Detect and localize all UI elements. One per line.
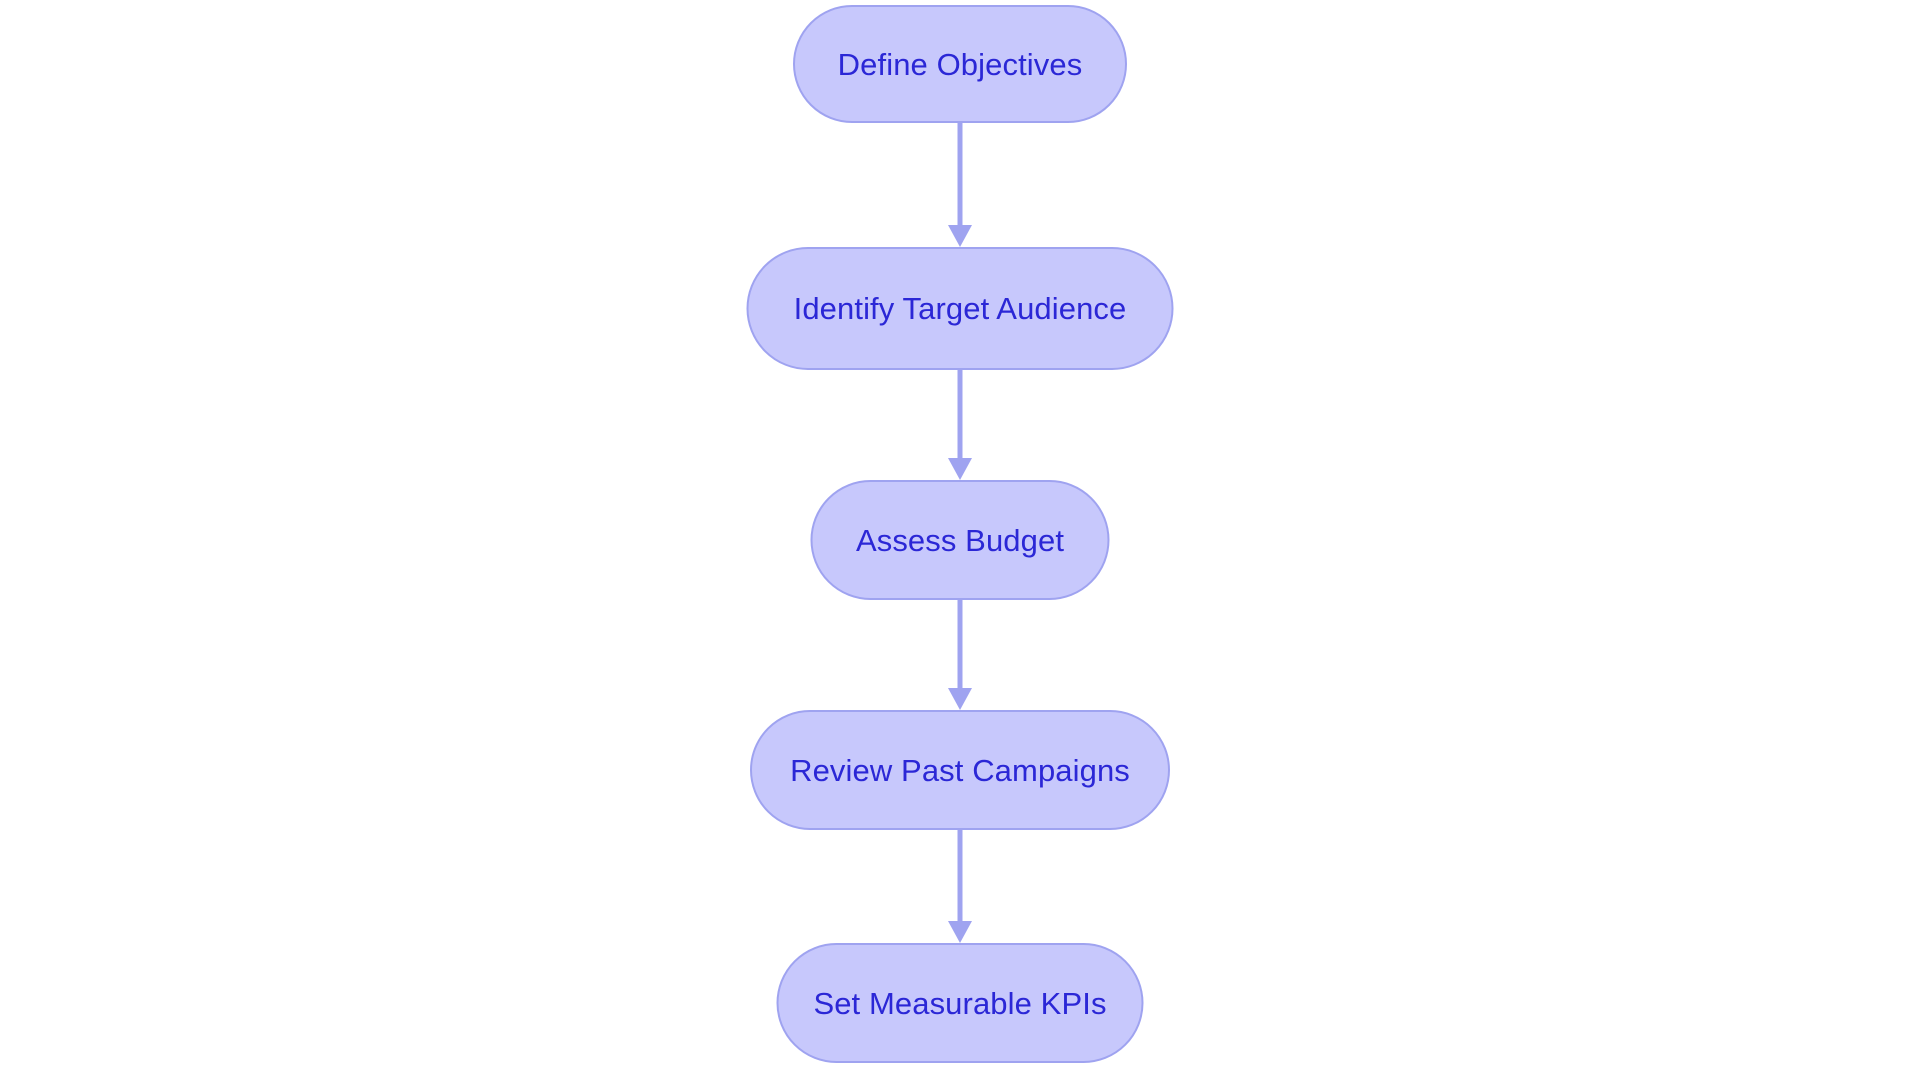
flow-node-label: Set Measurable KPIs: [813, 985, 1107, 1021]
connector-line: [957, 370, 963, 458]
connector-line: [957, 600, 963, 688]
flow-connector-define-objectives-to-identify-target-audience: [945, 123, 975, 247]
flow-node-define-objectives[interactable]: Define Objectives: [793, 5, 1127, 123]
flow-connector-identify-target-audience-to-assess-budget: [945, 370, 975, 480]
flow-connector-assess-budget-to-review-past-campaigns: [945, 600, 975, 710]
flow-node-set-measurable-kpis[interactable]: Set Measurable KPIs: [776, 943, 1144, 1063]
connector-line: [957, 830, 963, 921]
flow-node-label: Identify Target Audience: [793, 291, 1127, 326]
connector-line: [957, 123, 963, 225]
flow-node-identify-target-audience[interactable]: Identify Target Audience: [746, 247, 1174, 370]
arrow-down-icon: [948, 921, 972, 943]
flow-node-assess-budget[interactable]: Assess Budget: [810, 480, 1110, 600]
flow-node-label: Define Objectives: [837, 46, 1083, 82]
flow-node-label: Assess Budget: [855, 522, 1065, 558]
arrow-down-icon: [948, 225, 972, 247]
flow-node-review-past-campaigns[interactable]: Review Past Campaigns: [750, 710, 1170, 830]
arrow-down-icon: [948, 688, 972, 710]
flow-connector-review-past-campaigns-to-set-measurable-kpis: [945, 830, 975, 943]
arrow-down-icon: [948, 458, 972, 480]
flow-node-label: Review Past Campaigns: [790, 752, 1130, 788]
